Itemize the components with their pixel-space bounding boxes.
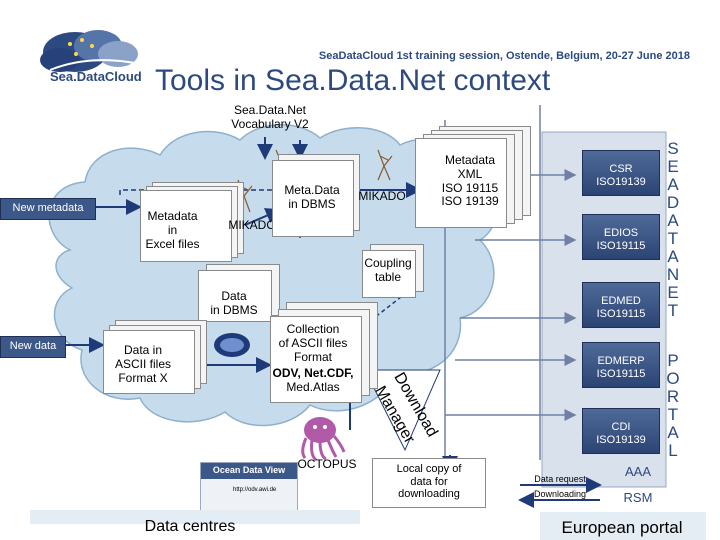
org-name: Sea.DataCloud (50, 69, 142, 84)
local-copy-box: Local copy of data for downloading (372, 458, 486, 508)
portal-box-edmerp-std: ISO19115 (596, 367, 646, 380)
portal-box-csr-std: ISO19139 (596, 175, 646, 188)
portal-box-edmerp-name: EDMERP (597, 354, 645, 367)
data-centres-label: Data centres (144, 518, 236, 535)
seadatacloud-logo (40, 30, 141, 72)
header: Sea.DataCloud SeaDataCloud 1st training … (0, 0, 720, 100)
data-dbms-label: Data in DBMS (210, 289, 258, 317)
portal-box-edios-std: ISO19115 (596, 239, 646, 252)
download-manager-shape (364, 369, 441, 452)
collection-label: Collection of ASCII files Format (278, 322, 348, 364)
new-metadata-box: New metadata (0, 198, 96, 220)
portal-box-edios-name: EDIOS (603, 226, 639, 239)
new-metadata-label: New metadata (12, 202, 84, 214)
mikado-mid-label: MIKADO (358, 189, 406, 203)
octopus-label: OCTOPUS (297, 457, 357, 471)
portal-box-csr-name: CSR (609, 162, 633, 175)
odv-logo-title: Ocean Data View (212, 465, 286, 475)
downloading-label: Downloading (533, 489, 587, 499)
page-title: Tools in Sea.Data.Net context (155, 64, 551, 97)
portal-box-cdi-name: CDI (611, 420, 631, 433)
metadata-excel-label: Metadata in Excel files (145, 209, 200, 251)
data-request-label: Data request (534, 474, 586, 484)
portal-box-edmed-name: EDMED (601, 294, 641, 307)
portal-box-edmed-std: ISO19115 (596, 307, 646, 320)
vocabulary-label: Sea.Data.Net Vocabulary V2 (231, 103, 309, 131)
european-portal-bar (540, 512, 706, 540)
mikado-left-label: MIKADO (228, 218, 276, 232)
coupling-table-label: Coupling table (364, 256, 412, 284)
new-data-box: New data (0, 336, 66, 358)
octopus-icon (301, 417, 346, 462)
collection-formats: ODV, Net.CDF, (272, 366, 354, 380)
odv-logo-url: http://odv.awi.de (233, 487, 277, 493)
data-ascii-label: Data in ASCII files Format X (114, 343, 171, 385)
portal-box-cdi-std: ISO19139 (596, 433, 646, 446)
rsm-label: RSM (623, 490, 653, 505)
odv-logo: Ocean Data View http://odv.awi.de (200, 462, 298, 514)
local-copy-label: Local copy of data for downloading (396, 463, 462, 501)
data-centres-bar (30, 510, 360, 524)
new-data-label: New data (9, 340, 57, 352)
european-portal-label: European portal (561, 518, 683, 537)
odv-icon (214, 333, 250, 357)
metadata-xml-label: Metadata XML ISO 19115 ISO 19139 (441, 153, 499, 209)
session-subtitle: SeaDataCloud 1st training session, Osten… (318, 50, 690, 62)
metadata-dbms-label: Meta.Data in DBMS (284, 183, 340, 211)
collection-medatlas: Med.Atlas (286, 380, 340, 394)
aaa-label: AAA (624, 464, 651, 479)
